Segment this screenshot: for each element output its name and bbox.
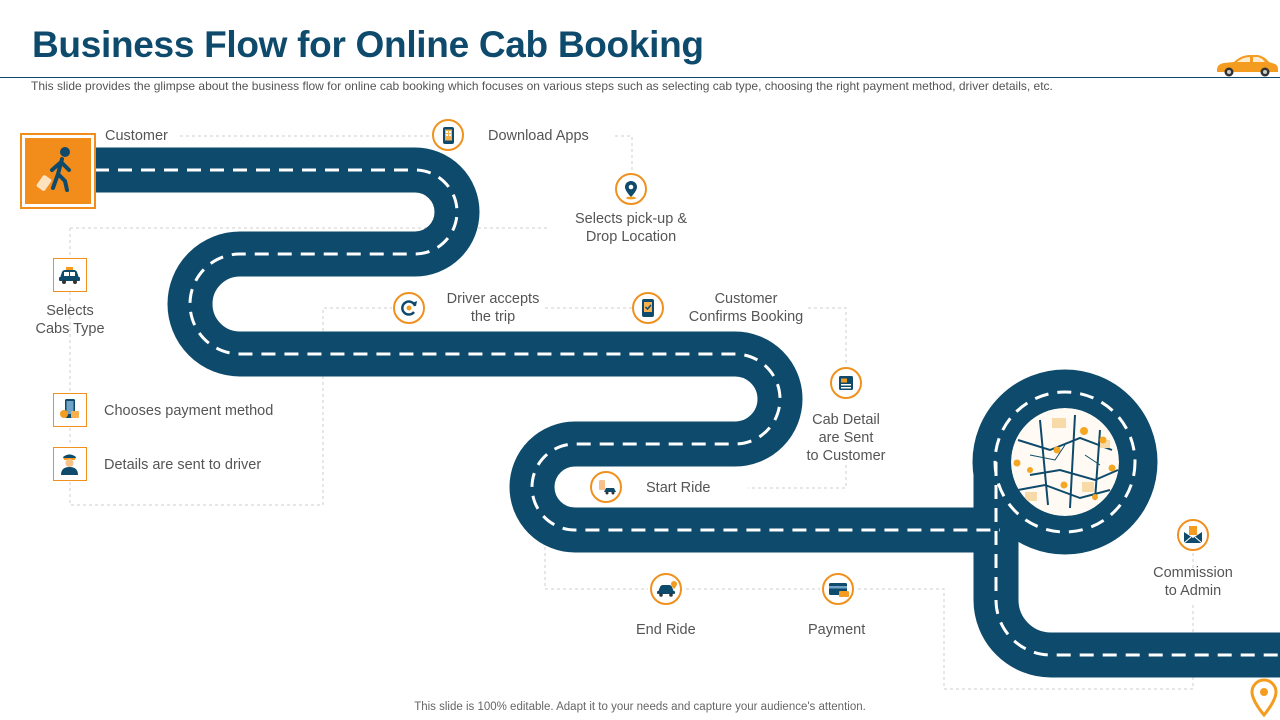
destination-pin-icon xyxy=(1248,677,1280,720)
step-driver-accepts-label: Driver accepts the trip xyxy=(430,290,556,326)
step-driver-details-label: Details are sent to driver xyxy=(104,457,262,473)
page-subtitle: This slide provides the glimpse about th… xyxy=(31,79,1053,93)
step-commission-label: Commission to Admin xyxy=(1138,564,1248,600)
step-payment-method-label: Chooses payment method xyxy=(104,403,274,419)
step-commission-line1: Commission xyxy=(1153,565,1233,581)
step-driver-accepts-line2: the trip xyxy=(470,309,516,325)
smartphone-apps-icon xyxy=(432,119,464,151)
car-icon xyxy=(1214,52,1280,78)
page-title: Business Flow for Online Cab Booking xyxy=(32,24,704,65)
mobile-payment-icon xyxy=(53,393,87,427)
footer-note: This slide is 100% editable. Adapt it to… xyxy=(414,701,866,713)
envelope-commission-icon xyxy=(1177,519,1209,551)
walking-traveler-icon xyxy=(20,133,96,209)
step-end-ride-label: End Ride xyxy=(636,622,696,638)
title-divider xyxy=(0,77,1280,78)
step-customer-label: Customer xyxy=(105,128,168,144)
step-confirms-label: Customer Confirms Booking xyxy=(676,290,816,326)
step-commission-line2: to Admin xyxy=(1164,583,1222,599)
ride-start-icon xyxy=(590,471,622,503)
step-driver-accepts-line1: Driver accepts xyxy=(446,291,540,307)
step-download-apps-label: Download Apps xyxy=(488,128,589,144)
taxi-icon xyxy=(53,258,87,292)
road-center-line xyxy=(95,168,1280,657)
refresh-accept-icon xyxy=(393,292,425,324)
step-pickup-line1: Selects pick-up & xyxy=(574,211,688,227)
step-start-ride-label: Start Ride xyxy=(646,480,711,496)
step-cab-type-label: Selects Cabs Type xyxy=(20,302,120,338)
step-confirms-line2: Confirms Booking xyxy=(688,309,804,325)
document-detail-icon xyxy=(830,367,862,399)
phone-confirm-icon xyxy=(632,292,664,324)
step-confirms-line1: Customer xyxy=(714,291,778,307)
car-stop-icon xyxy=(650,573,682,605)
step-cab-type-line2: Cabs Type xyxy=(35,321,105,337)
credit-card-icon xyxy=(822,573,854,605)
step-cab-detail-line2: are Sent xyxy=(818,430,874,446)
driver-icon xyxy=(53,447,87,481)
city-map xyxy=(1011,408,1119,516)
step-cab-type-line1: Selects xyxy=(46,303,94,319)
location-pin-icon xyxy=(615,173,647,205)
step-cab-detail-label: Cab Detail are Sent to Customer xyxy=(790,411,902,465)
step-pickup-label: Selects pick-up & Drop Location xyxy=(561,210,701,246)
step-payment-label: Payment xyxy=(808,622,866,638)
step-pickup-line2: Drop Location xyxy=(585,229,677,245)
step-cab-detail-line3: to Customer xyxy=(806,448,886,464)
step-cab-detail-line1: Cab Detail xyxy=(812,412,880,428)
